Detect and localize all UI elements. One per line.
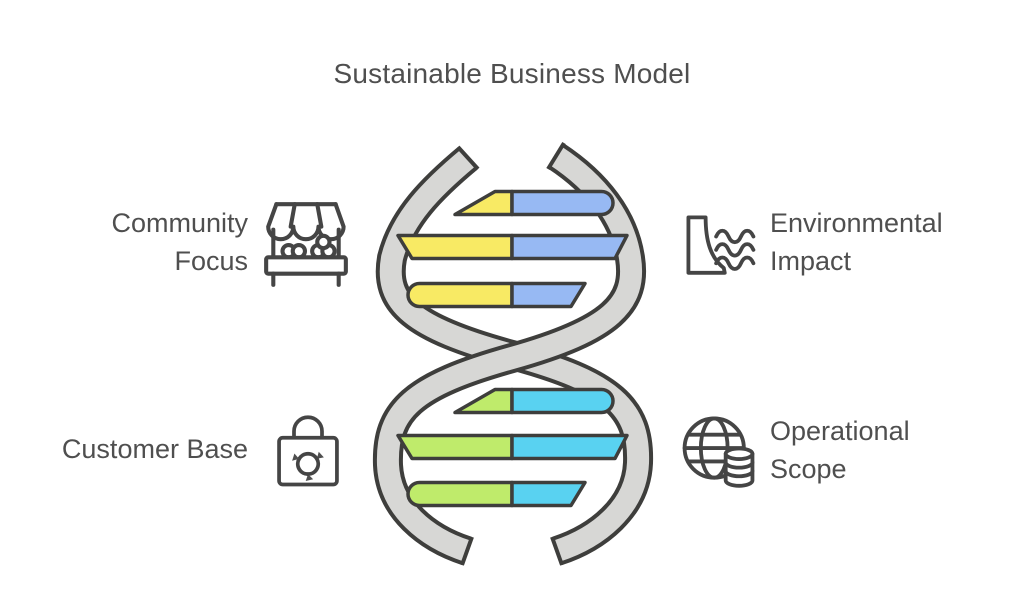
helix-strand-right xyxy=(372,143,646,566)
helix-rung-3 xyxy=(406,281,587,309)
label-community-focus: Community Focus xyxy=(111,208,248,276)
globe-database-icon xyxy=(676,404,762,494)
market-stall-icon xyxy=(260,196,352,290)
helix-rung-6 xyxy=(406,480,587,508)
helix-rung-1 xyxy=(453,189,615,217)
label-customer-base: Customer Base xyxy=(61,434,248,464)
dna-helix-graphic xyxy=(372,141,654,566)
helix-rung-2 xyxy=(396,233,629,261)
label-environmental-impact: Environmental Impact xyxy=(770,208,943,276)
dam-water-waves-icon xyxy=(676,204,762,290)
helix-strand-end-caps xyxy=(456,141,566,566)
helix-rung-4 xyxy=(453,387,615,415)
helix-rung-5 xyxy=(396,433,629,461)
recycle-shopping-bag-icon xyxy=(266,402,350,496)
page-title: Sustainable Business Model xyxy=(333,58,691,89)
label-operational-scope: Operational Scope xyxy=(770,416,910,484)
